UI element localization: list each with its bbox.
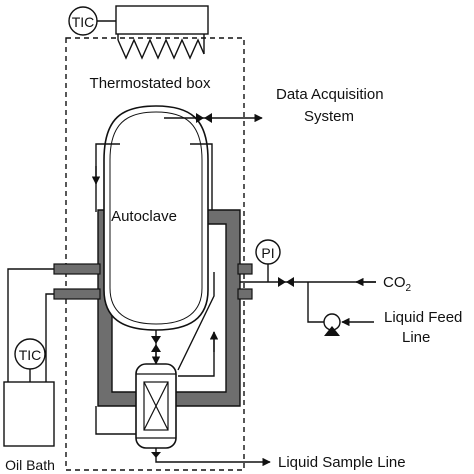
liquid-sample-line [155, 448, 271, 467]
flange-right-lower [237, 288, 253, 300]
heater-coil [117, 38, 205, 60]
recirculation-line-right [190, 143, 213, 210]
oil-bath-label: Oil Bath [5, 457, 55, 473]
autoclave-inner-wall [109, 111, 203, 325]
oil-bath [3, 381, 55, 447]
column-side-inlet [95, 406, 136, 435]
return-line [177, 272, 215, 371]
tic-top-label: TIC [72, 14, 95, 30]
autoclave-label: Autoclave [111, 208, 177, 225]
heater-box [115, 5, 209, 35]
data-acquisition-label-line2: System [304, 108, 354, 125]
recirculation-line-left [95, 143, 120, 212]
tic-oil-label: TIC [19, 347, 42, 363]
sample-valve [151, 452, 161, 458]
flange-right-upper [237, 263, 253, 275]
liquid-sample-line-label: Liquid Sample Line [278, 454, 406, 471]
bottom-valve [151, 336, 161, 352]
data-acquisition-label-line1: Data Acquisition [276, 86, 384, 103]
liquid-feed-label-line1: Liquid Feed [384, 309, 462, 326]
thermostated-box-boundary [65, 37, 245, 471]
data-acquisition-valve [196, 113, 212, 123]
thermostated-box-label: Thermostated box [90, 75, 211, 92]
liquid-feed-branch [307, 282, 326, 323]
oil-circulation-upper [7, 268, 54, 382]
return-line-vertical [178, 332, 215, 377]
flange-left-lower [53, 288, 101, 300]
liquid-feed-label-line2: Line [402, 329, 430, 346]
feed-valve [278, 277, 294, 287]
oil-circulation-lower [45, 293, 54, 382]
feed-pump-base [324, 326, 340, 336]
co2-label: CO2 [383, 274, 412, 294]
flange-left-upper [53, 263, 101, 275]
packed-column-cross-b [143, 381, 169, 431]
autoclave-vessel [103, 105, 209, 331]
pi-label: PI [261, 245, 274, 261]
